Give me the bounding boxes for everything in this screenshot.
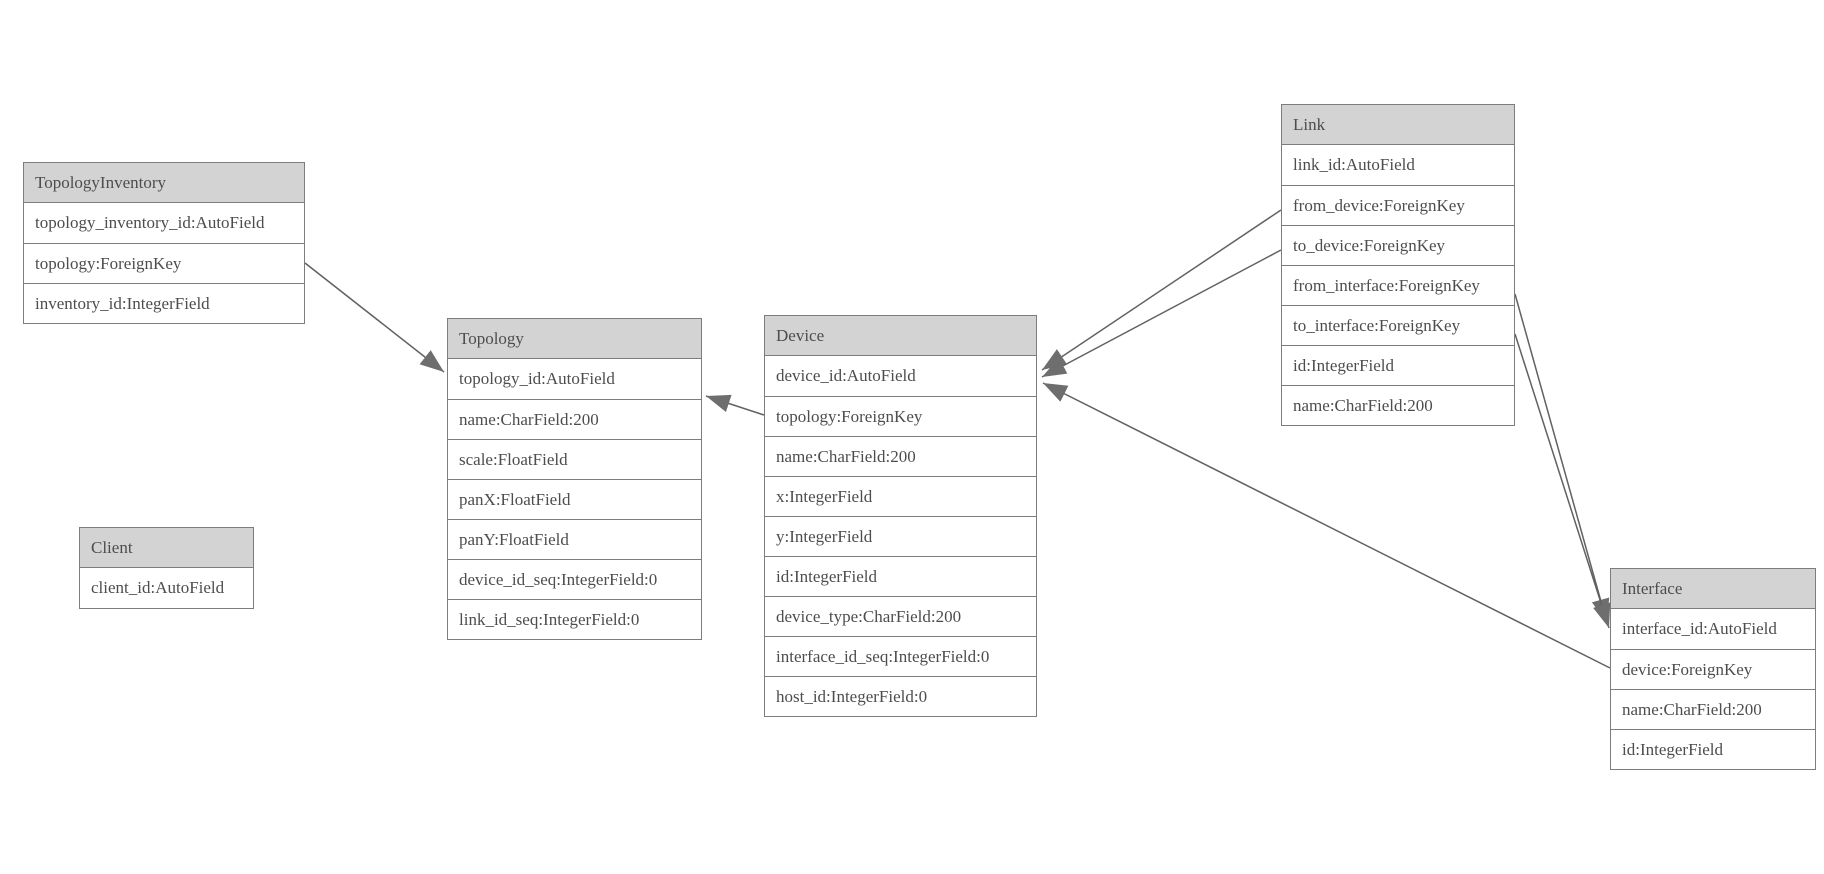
entity-title: TopologyInventory (24, 163, 304, 203)
entity-title: Interface (1611, 569, 1815, 609)
field-row: link_id_seq:IntegerField:0 (448, 599, 701, 639)
edge-link-fromdevice-to-device (1041, 209, 1282, 371)
field-row: name:CharField:200 (765, 436, 1036, 476)
field-row: device_id:AutoField (776, 366, 916, 385)
field-row: topology:ForeignKey (24, 243, 304, 283)
field-row: name:CharField:200 (1282, 385, 1514, 425)
edge-device-to-topology (705, 394, 765, 416)
entity-table-topology-inventory: TopologyInventory topology_inventory_id:… (23, 162, 305, 324)
field-row: inventory_id:IntegerField (24, 283, 304, 323)
entity-title: Link (1282, 105, 1514, 145)
entity-table-device: Device device_id:AutoField topology:Fore… (764, 315, 1037, 717)
entity-title: Device (765, 316, 1036, 356)
field-row: topology_inventory_id:AutoField (35, 213, 265, 232)
entity-table-topology: Topology topology_id:AutoField name:Char… (447, 318, 702, 640)
field-row: from_interface:ForeignKey (1282, 265, 1514, 305)
field-row: topology:ForeignKey (765, 396, 1036, 436)
field-row: to_interface:ForeignKey (1282, 305, 1514, 345)
field-row: name:CharField:200 (1611, 689, 1815, 729)
field-row: device_type:CharField:200 (765, 596, 1036, 636)
field-row: interface_id:AutoField (1622, 619, 1777, 638)
field-row: scale:FloatField (448, 439, 701, 479)
entity-table-interface: Interface interface_id:AutoField device:… (1610, 568, 1816, 770)
field-row: link_id:AutoField (1293, 155, 1415, 174)
field-row: id:IntegerField (765, 556, 1036, 596)
field-row: device:ForeignKey (1611, 649, 1815, 689)
field-row: id:IntegerField (1611, 729, 1815, 769)
field-row: device_id_seq:IntegerField:0 (448, 559, 701, 599)
field-row: panX:FloatField (448, 479, 701, 519)
field-row: x:IntegerField (765, 476, 1036, 516)
field-row: from_device:ForeignKey (1282, 185, 1514, 225)
field-row: host_id:IntegerField:0 (765, 676, 1036, 716)
edge-link-todevice-to-device (1041, 249, 1282, 378)
field-row: panY:FloatField (448, 519, 701, 559)
edge-topologyinventory-to-topology (304, 262, 445, 373)
field-row: client_id:AutoField (91, 578, 225, 597)
entity-title: Client (80, 528, 253, 568)
field-row: topology_id:AutoField (459, 369, 615, 388)
entity-title: Topology (448, 319, 701, 359)
edge-link-tointerface-to-interface (1514, 333, 1611, 629)
field-row: id:IntegerField (1282, 345, 1514, 385)
field-row: name:CharField:200 (448, 399, 701, 439)
edge-link-frominterface-to-interface (1514, 293, 1610, 624)
entity-table-link: Link link_id:AutoField from_device:Forei… (1281, 104, 1515, 426)
edge-interface-to-device (1042, 382, 1611, 669)
entity-table-client: Client client_id:AutoField (79, 527, 254, 609)
field-row: to_device:ForeignKey (1282, 225, 1514, 265)
field-row: y:IntegerField (765, 516, 1036, 556)
field-row: interface_id_seq:IntegerField:0 (765, 636, 1036, 676)
